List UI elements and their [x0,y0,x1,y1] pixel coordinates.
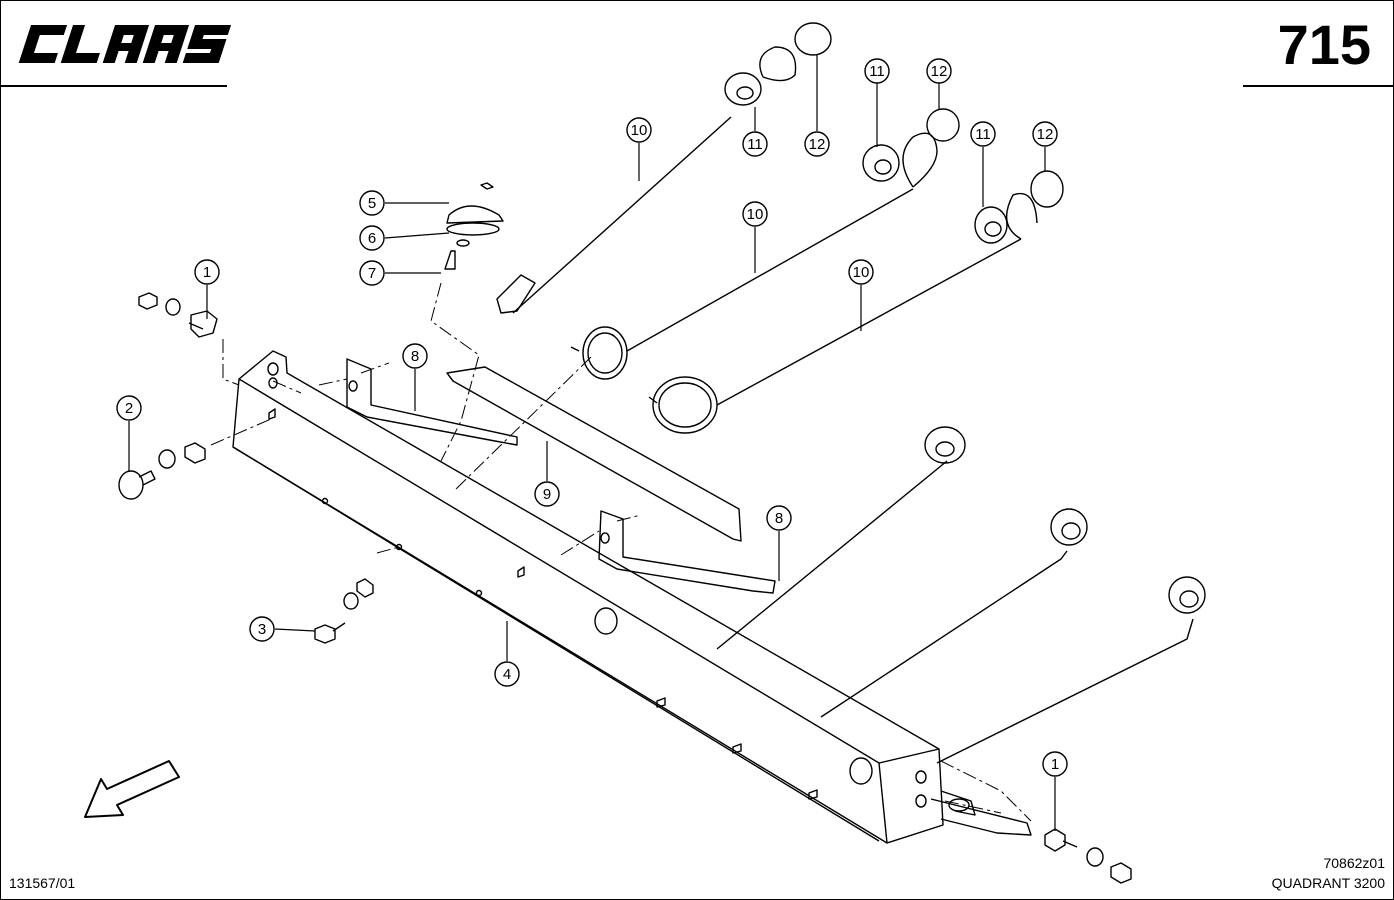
callout-10-b: 10 [742,201,768,227]
callout-10-c: 10 [848,259,874,285]
svg-text:10: 10 [747,206,764,223]
bolt-3 [314,578,374,644]
bracket-lower [598,510,776,594]
callout-12-b: 12 [926,58,952,84]
svg-text:8: 8 [411,348,419,365]
svg-text:10: 10 [631,122,648,139]
svg-text:12: 12 [931,63,948,80]
callout-12-c: 12 [1032,121,1058,147]
svg-text:9: 9 [543,486,551,503]
svg-text:12: 12 [1037,126,1054,143]
fastener-stack [444,182,504,270]
tine-rear-1 [716,426,966,650]
direction-arrow-icon [84,760,180,818]
callout-6: 6 [359,225,385,251]
page-number-rule [1243,85,1394,87]
svg-text:11: 11 [975,126,991,143]
svg-text:8: 8 [775,510,783,527]
callout-11-b: 11 [864,58,890,84]
svg-text:12: 12 [809,136,826,153]
callout-3: 3 [249,616,275,642]
footer-sheet-code: 131567/01 [9,875,76,891]
plug-2 [118,442,206,500]
guide-plate [446,366,742,542]
tine-rear-3 [936,576,1206,764]
svg-text:1: 1 [1051,756,1059,773]
page-number: 715 [1277,13,1371,76]
svg-text:1: 1 [203,264,211,281]
svg-text:11: 11 [747,136,763,153]
callout-12-a: 12 [804,131,830,157]
callout-8-lower: 8 [766,505,792,531]
rear-bracket [930,790,1032,836]
svg-text:7: 7 [368,265,376,282]
callout-5: 5 [359,190,385,216]
main-beam [232,350,944,844]
svg-text:2: 2 [125,400,133,417]
callout-8-upper: 8 [402,343,428,369]
callout-1-right: 1 [1042,751,1068,777]
claas-logo [18,25,232,63]
svg-text:3: 3 [258,621,266,638]
tine-lower-front [648,170,1064,434]
callout-11-c: 11 [970,121,996,147]
svg-text:11: 11 [869,63,885,80]
footer-model: QUADRANT 3200 [1271,875,1385,891]
logo-rule [1,85,227,87]
bolt-1-right [1044,828,1132,884]
callout-9: 9 [534,481,560,507]
tine-rear-2 [820,508,1088,718]
callout-11-a: 11 [742,131,768,157]
callout-1-left: 1 [194,259,220,285]
callout-7: 7 [359,260,385,286]
footer-drawing-code: 70862z01 [1323,855,1385,871]
tine-middle [570,108,960,380]
tine-upper [496,22,832,314]
bracket-upper [346,358,518,446]
svg-text:5: 5 [368,195,376,212]
svg-text:6: 6 [368,230,376,247]
svg-text:4: 4 [503,666,511,683]
callout-2: 2 [116,395,142,421]
bolt-1-left [138,292,218,338]
svg-text:10: 10 [853,264,870,281]
callout-10-a: 10 [626,117,652,143]
callout-4: 4 [494,661,520,687]
